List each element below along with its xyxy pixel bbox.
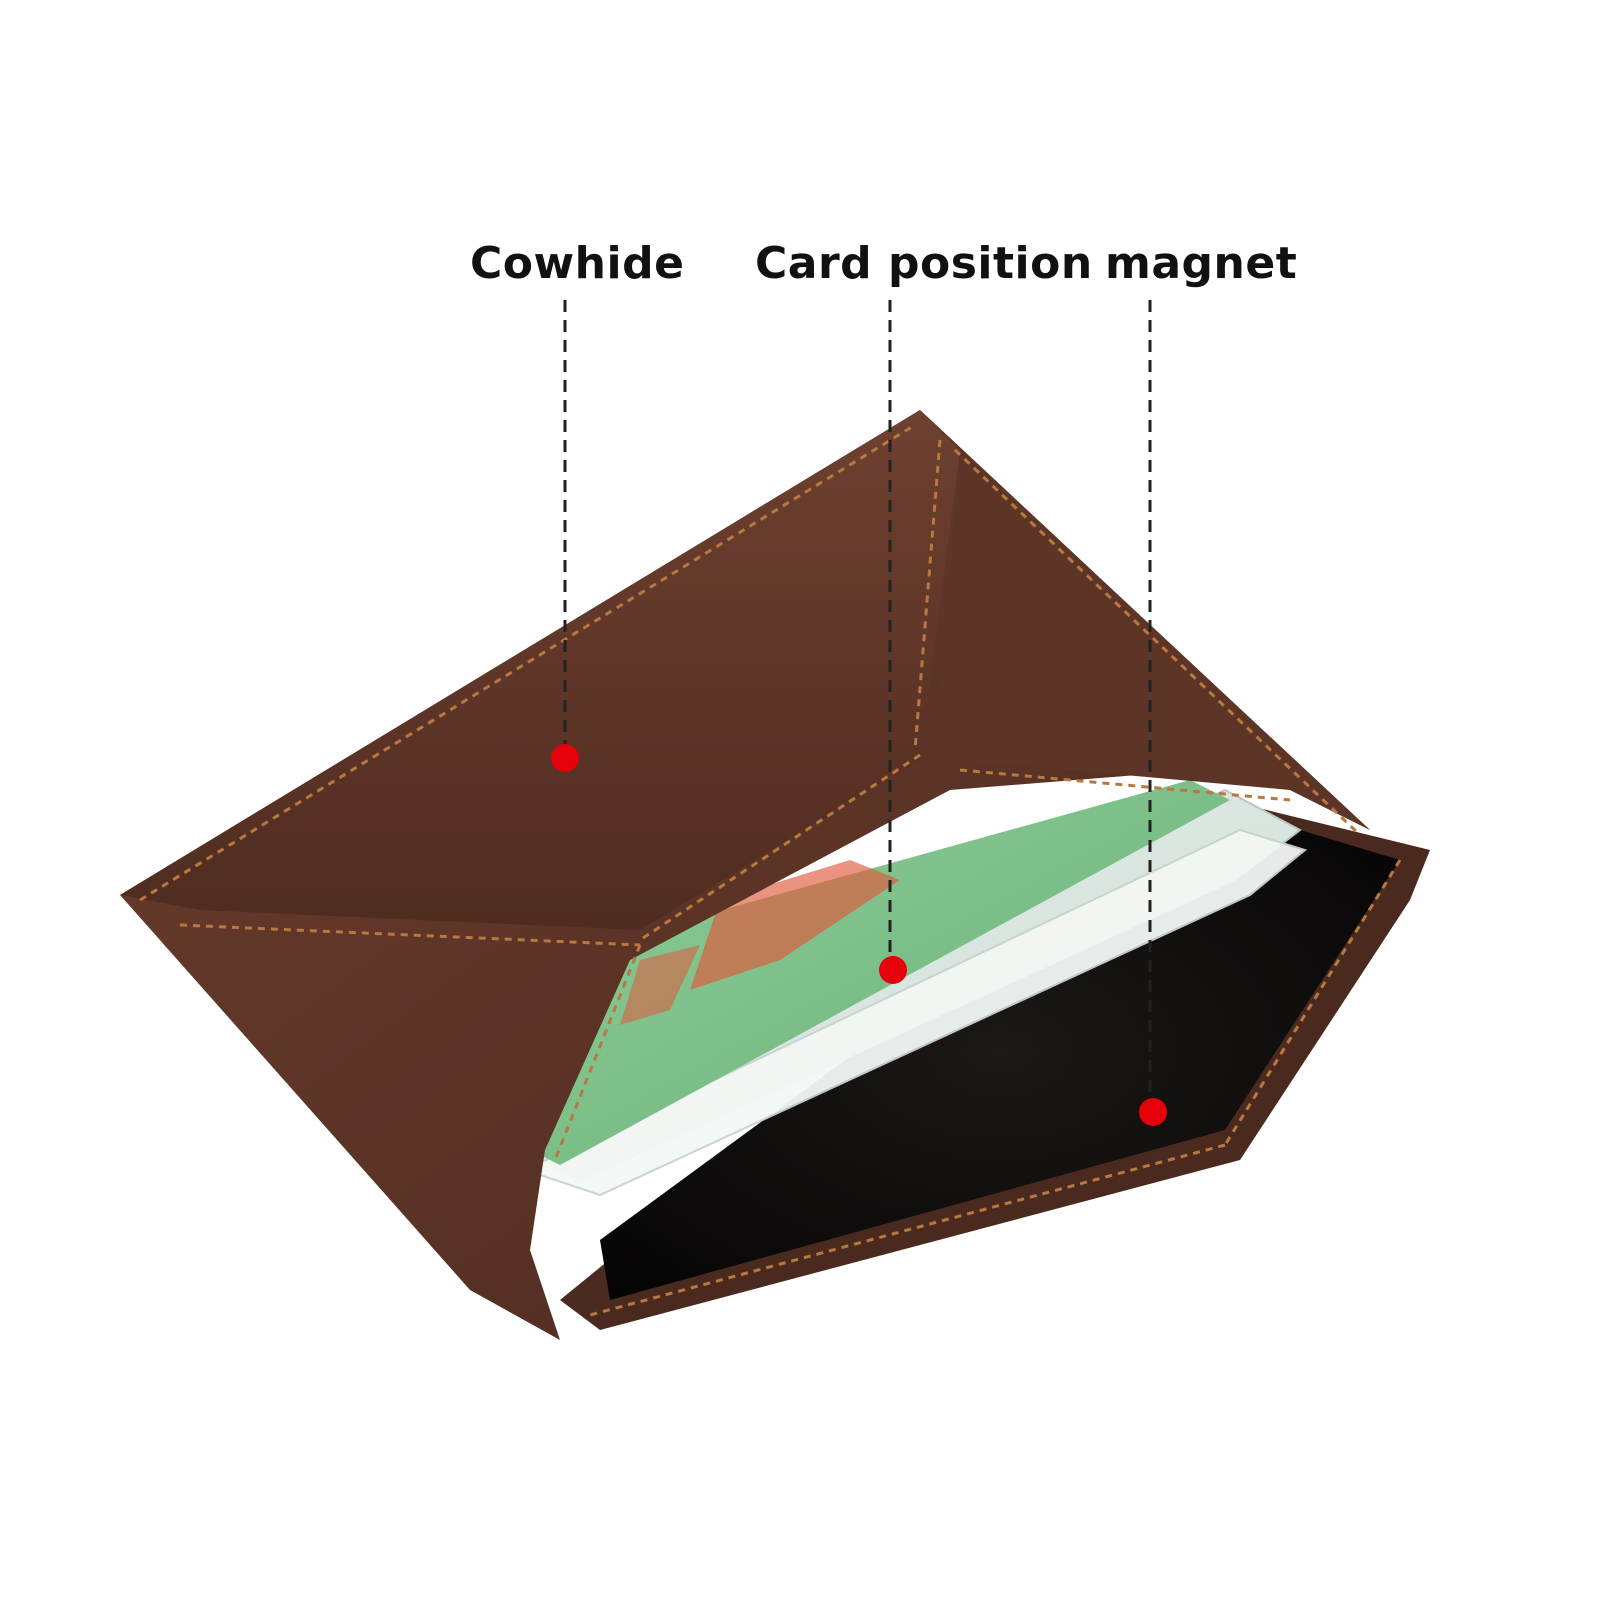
leader-lines	[563, 300, 1152, 1110]
wallet-flap	[120, 410, 960, 930]
stitching	[139, 423, 1402, 1317]
green-card-print-2	[620, 945, 700, 1025]
green-card-print	[690, 860, 900, 990]
marker-magnet	[1139, 1098, 1167, 1126]
label-cowhide: Cowhide	[470, 238, 685, 289]
marker-cowhide	[551, 744, 579, 772]
wallet-lining	[600, 800, 1400, 1300]
label-magnet: magnet	[1105, 238, 1298, 289]
label-card-position: Card position	[755, 238, 1093, 289]
marker-card-position	[879, 956, 907, 984]
wallet-side-flap	[920, 410, 1370, 830]
